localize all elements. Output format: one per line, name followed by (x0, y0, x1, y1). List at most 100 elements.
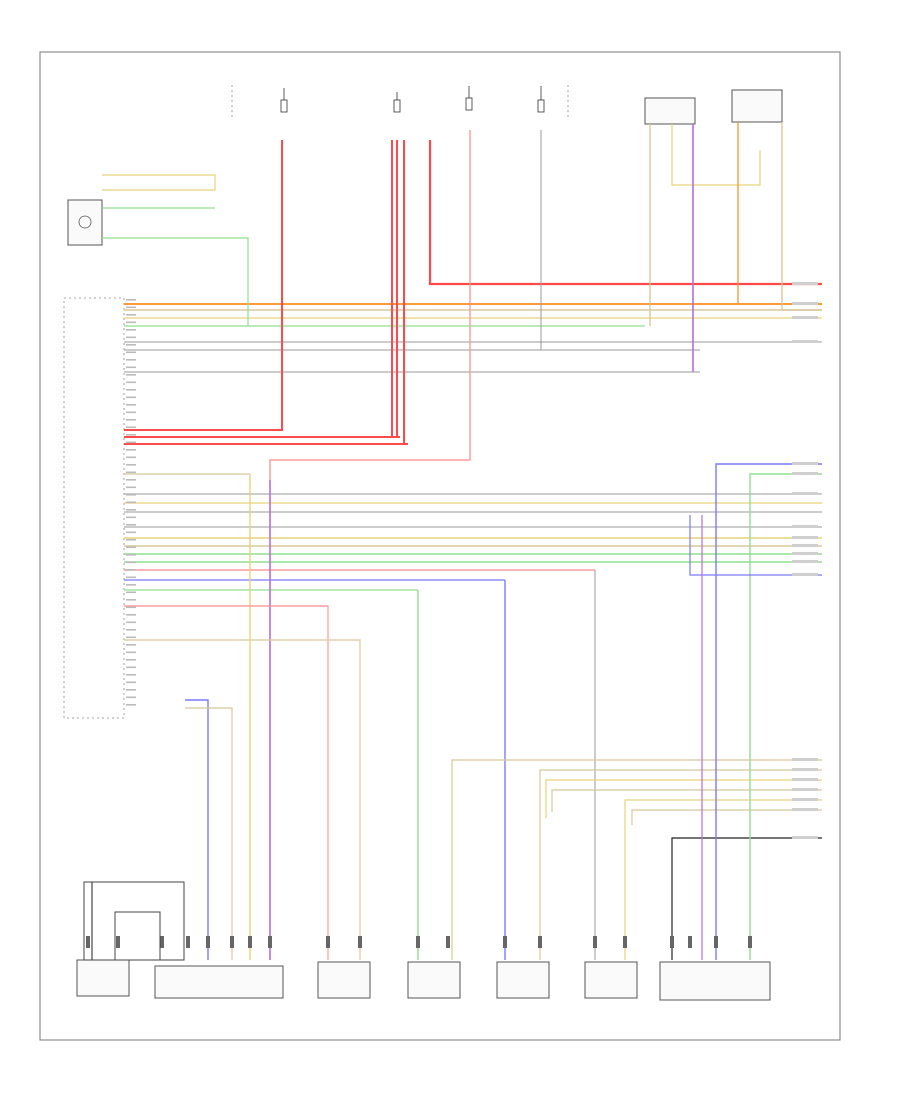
component-connector (268, 936, 272, 948)
bottom-wire-3 (545, 779, 822, 818)
wire-color-tag (792, 788, 818, 791)
component-connector (116, 936, 120, 948)
component-sensor-1 (317, 961, 371, 999)
wire-color-tag (792, 472, 818, 475)
module-pin (126, 509, 136, 511)
component-connector (186, 936, 190, 948)
module-pin (126, 314, 136, 316)
sensor-wire-3 (102, 237, 249, 326)
wire-group (86, 122, 822, 960)
right-wire-blue-2 (689, 515, 822, 576)
component-connector (688, 936, 692, 948)
module-pin (126, 666, 136, 669)
module-pin (126, 374, 136, 376)
module-pin (126, 516, 136, 519)
bottom-components (76, 881, 771, 1001)
component-connector (503, 936, 507, 948)
wire-color-tag (792, 778, 818, 781)
component-connector (358, 936, 362, 948)
wire-color-tag (792, 808, 818, 811)
wire-color-tag (792, 836, 818, 839)
control-module-outline (63, 297, 125, 719)
wire-color-tag (792, 316, 818, 319)
drop-wire-6 (124, 639, 361, 960)
module-pin (126, 651, 136, 654)
component-connector (86, 936, 90, 948)
module-pin (126, 644, 136, 646)
wire-color-tag (792, 758, 818, 761)
wire-color-tag (792, 573, 818, 576)
component-connector (206, 936, 210, 948)
component-connector (670, 936, 674, 948)
module-pin (126, 449, 136, 451)
module-pin (126, 674, 136, 676)
relay-loop (83, 881, 185, 961)
component-connector (416, 936, 420, 948)
module-pin (126, 606, 136, 609)
bottom-wire-4 (551, 789, 822, 812)
fuse-4 (537, 99, 545, 113)
module-pin (126, 441, 136, 444)
wire-color-tag (792, 768, 818, 771)
top-right-module-2 (731, 89, 783, 123)
wire-color-tag (792, 462, 818, 465)
module-pin (126, 524, 136, 526)
sensor-element (78, 215, 92, 229)
component-connector (326, 936, 330, 948)
wire-color-tag (792, 552, 818, 555)
component-sensor-2 (407, 961, 461, 999)
component-sensor-4 (584, 961, 638, 999)
module-pin (126, 561, 136, 564)
module-pin (126, 689, 136, 691)
module-pin (126, 344, 136, 346)
drop-wire-2 (185, 707, 233, 960)
feed-wire-5 (540, 130, 700, 351)
component-connector (538, 936, 542, 948)
drop-wire-1 (185, 699, 209, 960)
module-pin (126, 411, 136, 414)
component-connector (230, 936, 234, 948)
component-relay-left (76, 959, 130, 997)
bottom-wire-7 (671, 837, 822, 960)
module-pin (126, 434, 136, 436)
module-pin (126, 696, 136, 699)
feed-wire-3 (428, 140, 822, 286)
module-pin (126, 539, 136, 541)
module-pin (126, 554, 136, 556)
wire-color-tag (792, 525, 818, 528)
module-pin (126, 329, 136, 331)
module-pin (126, 321, 136, 324)
component-connector (748, 936, 752, 948)
module-pin (126, 584, 136, 586)
right-edge-markers (792, 282, 818, 839)
component-main-unit (154, 965, 284, 999)
module-wire-2 (671, 124, 761, 186)
component-connector (714, 936, 718, 948)
wire-color-tag (792, 544, 818, 547)
module-wire-4 (737, 122, 822, 305)
module-pin (126, 546, 136, 549)
module-pin (126, 569, 136, 571)
module-pin (126, 681, 136, 684)
diagram-frame (39, 51, 841, 1041)
drop-wire-5 (124, 605, 329, 960)
component-connector (248, 936, 252, 948)
component-connector (446, 936, 450, 948)
module-pins (126, 299, 136, 706)
module-pin (126, 366, 136, 369)
module-pin (126, 299, 136, 301)
fuse-feeds (231, 85, 569, 120)
wire-color-tag (792, 560, 818, 563)
module-pin (126, 614, 136, 616)
right-wire-blue (715, 463, 822, 960)
feed-wire-1 (124, 140, 283, 431)
fuse-3 (465, 97, 473, 111)
module-pin (126, 704, 136, 706)
component-switch-right (659, 961, 771, 1001)
module-pin (126, 306, 136, 309)
module-pin (126, 471, 136, 474)
relay-loop-inner (114, 911, 161, 961)
module-pin (126, 464, 136, 466)
module-pin (126, 486, 136, 489)
